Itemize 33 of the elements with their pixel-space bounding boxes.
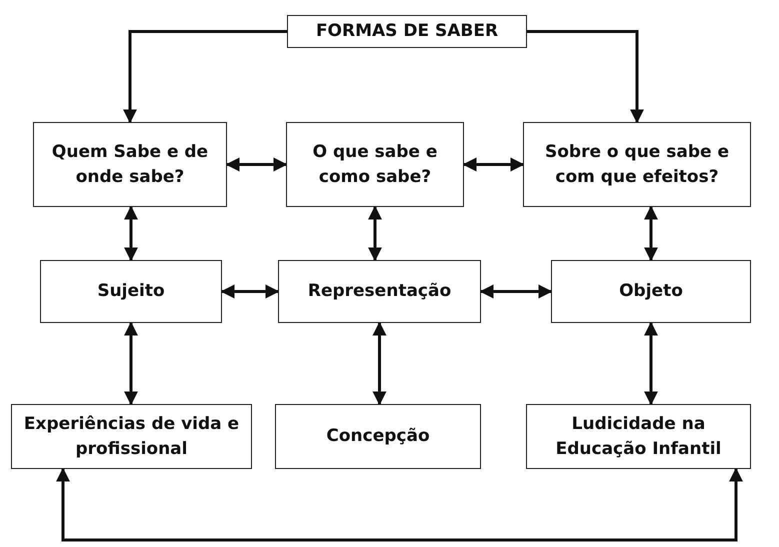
text-box <box>275 404 481 469</box>
text-box <box>11 404 252 469</box>
text-box <box>551 260 751 323</box>
box-label: Quem Sabe e de onde sabe? <box>50 140 210 188</box>
arrow <box>220 284 280 298</box>
box-label: Experiências de vida e profissional <box>22 412 240 460</box>
box-label: FORMAS DE SABER <box>316 20 498 44</box>
text-box <box>523 122 751 207</box>
box-label: Objeto <box>619 280 683 304</box>
box-label: Concepção <box>326 425 430 448</box>
box-label: Representação <box>308 280 452 304</box>
arrow <box>124 206 138 262</box>
arrow <box>123 30 287 124</box>
arrow <box>226 158 288 172</box>
arrow <box>644 322 658 406</box>
arrow <box>368 206 382 262</box>
arrow <box>124 322 138 406</box>
box-label: Sobre o que sabe e com que efeitos? <box>544 140 730 188</box>
text-box <box>286 122 464 207</box>
box-label: Ludicidade na Educação Infantil <box>554 412 722 460</box>
arrow <box>462 158 524 172</box>
box-label: O que sabe e como sabe? <box>312 140 438 188</box>
arrow <box>56 468 743 542</box>
box-label: Sujeito <box>97 280 165 304</box>
text-box <box>33 122 227 207</box>
text-box <box>40 260 222 323</box>
arrow <box>480 284 552 298</box>
text-box <box>278 260 481 323</box>
arrow <box>644 206 658 262</box>
arrow <box>527 30 644 124</box>
text-box <box>526 404 751 469</box>
text-box <box>287 15 527 48</box>
arrow <box>372 322 386 406</box>
